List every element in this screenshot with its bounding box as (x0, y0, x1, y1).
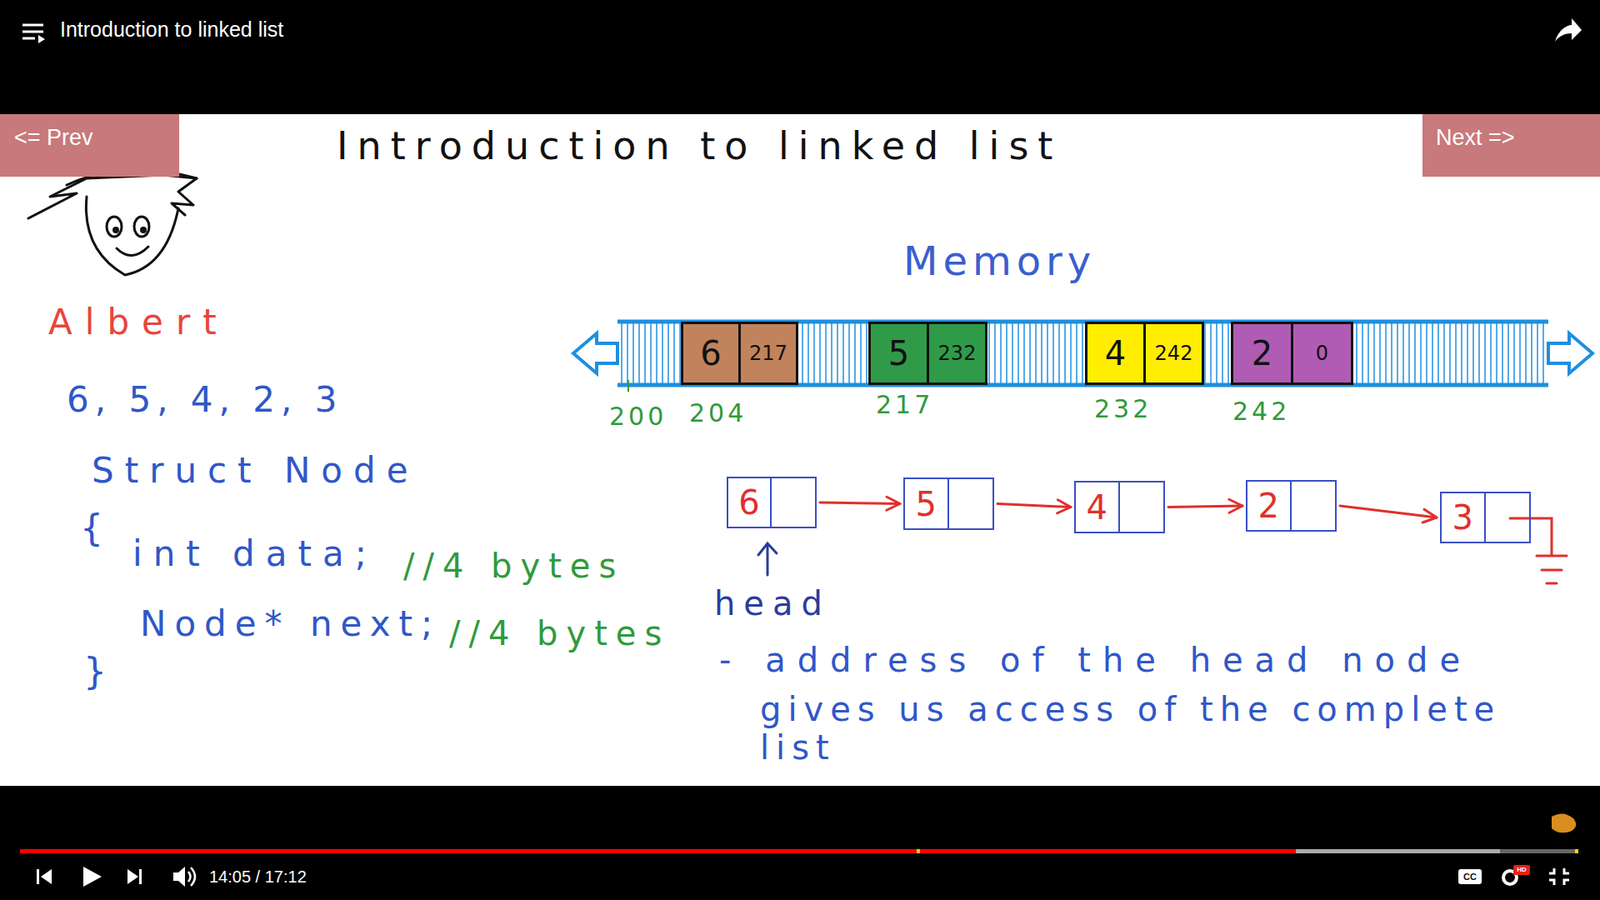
address-label: 200 (609, 401, 667, 432)
captions-button (1458, 869, 1482, 885)
pointer-line (1168, 505, 1243, 508)
button-label: <= Prev (14, 124, 176, 151)
node-value: 3 (1441, 493, 1486, 542)
bar-title: Introduction to linked list (60, 16, 284, 42)
cell-value: 242 (1143, 324, 1202, 383)
head-label: head (714, 583, 831, 624)
pointer-arrow (997, 500, 1071, 514)
diagram-title: Introduction to linked list (336, 123, 1062, 170)
code-line: Node* next; (140, 603, 441, 645)
code-brace: { (80, 506, 104, 551)
cell-value: 0 (1290, 324, 1351, 383)
share-icon (1555, 18, 1582, 42)
code-brace: } (83, 650, 107, 695)
whiteboard (0, 114, 1600, 786)
progress-marker (1575, 849, 1579, 854)
memory-heading: Memory (903, 237, 1096, 286)
node-value: 5 (905, 479, 950, 529)
progress-track (20, 849, 1577, 854)
player-controls: 14:05 / 17:12 (0, 785, 1600, 900)
memory-block: 20 (1230, 321, 1354, 385)
hd-badge: HD (1513, 865, 1530, 875)
address-label: 204 (689, 398, 747, 429)
cell-value: 4 (1087, 324, 1144, 383)
memory-arrow (573, 333, 618, 374)
node-value: 6 (728, 478, 772, 527)
progress-played (20, 849, 1296, 854)
play-icon (83, 866, 102, 887)
arrow-head (1422, 509, 1437, 523)
code-line: int data; (132, 533, 378, 575)
memory-block: 4242 (1085, 321, 1205, 385)
pointer-arrow (1168, 499, 1243, 513)
arrow-head (886, 496, 900, 510)
volume-icon (173, 866, 185, 887)
pointer-arrow (1340, 505, 1437, 523)
pointer-line (1340, 505, 1437, 518)
list-node: 3 (1440, 491, 1531, 544)
memory-block: 5232 (868, 321, 988, 385)
progress-marker (916, 849, 920, 854)
address-label: 217 (875, 390, 934, 420)
code-line: Struct Node (91, 450, 420, 492)
next-icon (127, 869, 139, 885)
progress-buffer (20, 849, 1500, 854)
previous-icon (40, 869, 52, 885)
exit-fullscreen-icon (1549, 868, 1570, 885)
list-node: 4 (1074, 480, 1165, 534)
head-arrow (758, 543, 777, 575)
albert-face (28, 170, 197, 275)
volume-waves (188, 867, 195, 886)
cell-value: 232 (926, 324, 985, 383)
memory-block: 6217 (680, 321, 799, 385)
node-value: 2 (1247, 481, 1292, 530)
list-node: 2 (1245, 480, 1337, 532)
previous-icon (36, 869, 40, 885)
list-node: 6 (726, 476, 817, 529)
code-comment: //4 bytes (449, 613, 670, 654)
next-icon (139, 869, 142, 885)
pointer-arrow (820, 496, 900, 510)
memory-arrow (1548, 333, 1593, 374)
sequence-note: 6, 5, 4, 2, 3 (66, 379, 343, 421)
node-value: 4 (1075, 482, 1120, 532)
address-label: 242 (1232, 396, 1290, 427)
arrow-head (1057, 500, 1071, 514)
cell-value: 6 (683, 324, 739, 383)
address-label: 232 (1094, 394, 1152, 425)
nav-button: <= Prev (0, 114, 180, 177)
pointer-line (820, 502, 900, 505)
time-display: 14:05 / 17:12 (209, 866, 307, 887)
note-text: - address of the head node (719, 640, 1472, 680)
nav-button: Next => (1422, 114, 1600, 177)
cell-value: 217 (738, 324, 796, 383)
button-label: Next => (1435, 124, 1597, 151)
list-node: 5 (903, 477, 995, 530)
menu-icon-play (38, 35, 45, 44)
address-tick (627, 380, 630, 392)
arrow-head (1229, 499, 1243, 513)
pointer-line (997, 504, 1071, 508)
note-text: gives us access of the complete list (760, 690, 1560, 767)
captions-label: CC (1458, 869, 1482, 885)
code-comment: //4 bytes (403, 545, 625, 586)
cell-value: 2 (1233, 324, 1291, 383)
cell-value: 5 (870, 324, 927, 383)
channel-logo (1551, 813, 1576, 833)
eye-pupil (140, 226, 147, 234)
null-ground-symbol (1510, 518, 1567, 584)
title-bar: Introduction to linked list (0, 0, 1600, 115)
character-name: Albert (48, 301, 230, 344)
eye-pupil (112, 226, 120, 234)
